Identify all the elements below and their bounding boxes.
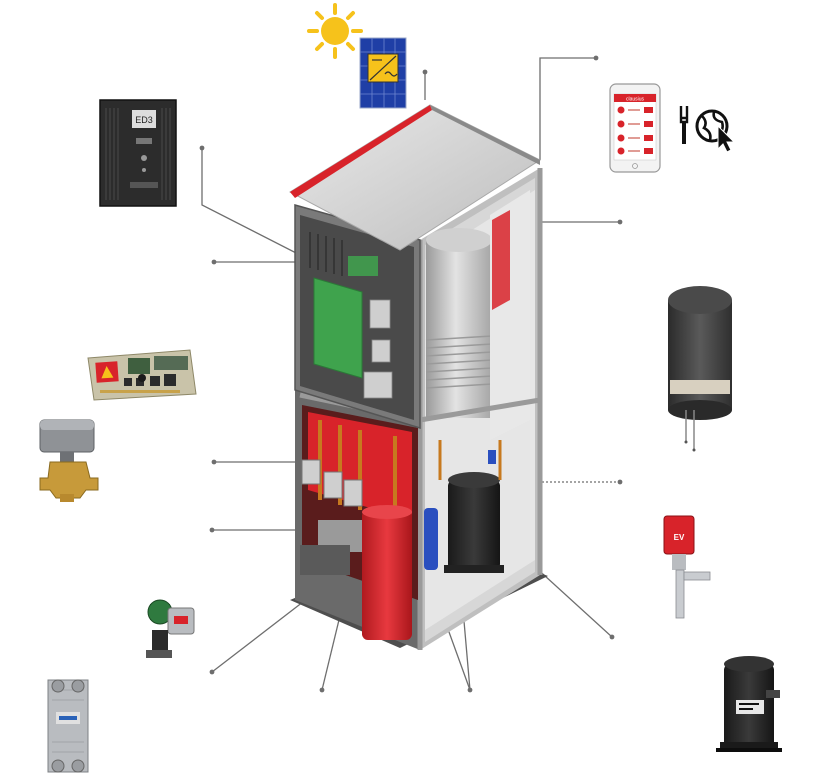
sun-icon xyxy=(307,3,363,59)
internal-tank xyxy=(425,228,493,418)
roof-red-edge xyxy=(290,105,432,198)
control-box xyxy=(294,204,421,430)
app-header: clausius xyxy=(626,97,645,103)
leader-dots xyxy=(199,55,623,693)
wrench-icon xyxy=(679,106,689,144)
solar-panel-icon xyxy=(359,37,407,109)
controller-badge: ED3 xyxy=(135,115,153,125)
compressor-icon xyxy=(716,656,782,752)
heat-pump-cabinet xyxy=(288,104,548,650)
svg-text:EV: EV xyxy=(674,533,685,542)
tank-icon xyxy=(668,286,732,452)
control-board xyxy=(313,277,363,379)
expansion-vessel xyxy=(362,505,412,640)
leader-app xyxy=(539,57,596,160)
hydraulic-section xyxy=(300,405,438,640)
expansion-valve-icon: EV xyxy=(663,515,711,619)
heat-exchanger-icon xyxy=(47,679,89,773)
controller-unit-icon: ED3 xyxy=(99,99,177,207)
pump-icon xyxy=(146,599,195,658)
smartphone-icon: clausius xyxy=(609,83,661,173)
circuit-board-icon xyxy=(87,349,197,401)
valve-icon xyxy=(39,419,99,502)
internal-compressor xyxy=(438,440,504,573)
globe-cursor-icon xyxy=(695,109,736,153)
leader-controller xyxy=(201,148,301,256)
